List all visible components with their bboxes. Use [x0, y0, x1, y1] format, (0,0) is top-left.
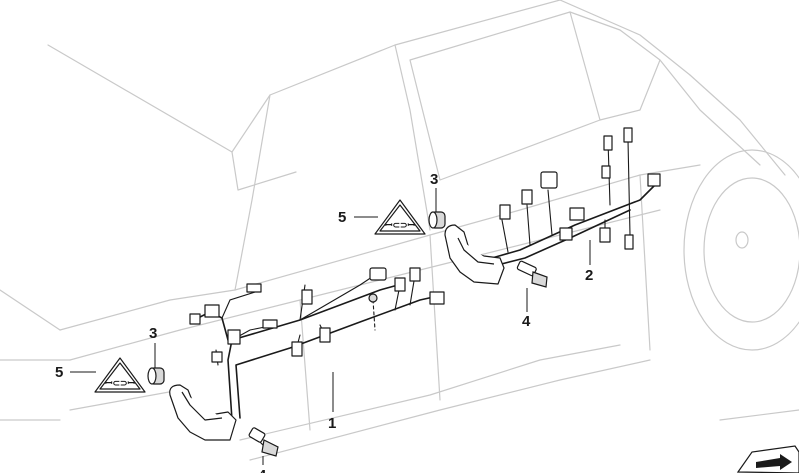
callout-2: 2	[585, 267, 593, 284]
callout-3-rear: 3	[430, 171, 438, 188]
callout-4-rear: 4	[522, 313, 531, 330]
warning-triangle-icon: ꟷ⊂⊃ꟷ	[374, 199, 426, 235]
front-screw	[248, 427, 279, 457]
front-plug-cap	[147, 367, 165, 385]
callout-4-front: 4	[258, 467, 267, 473]
callout-5-front: 5	[55, 364, 63, 381]
leader-lines	[70, 188, 591, 465]
callout-1: 1	[328, 415, 336, 432]
callout-5-rear: 5	[338, 209, 346, 226]
callout-3-front: 3	[149, 325, 157, 342]
rear-screw	[516, 260, 548, 288]
svg-text:ꟷ⊂⊃ꟷ: ꟷ⊂⊃ꟷ	[385, 220, 415, 230]
front-door-wiring-harness	[189, 267, 445, 421]
rear-door-grommet	[444, 224, 505, 285]
svg-text:ꟷ⊂⊃ꟷ: ꟷ⊂⊃ꟷ	[105, 378, 135, 388]
front-door-grommet	[169, 384, 237, 441]
car-outline	[0, 0, 799, 461]
rear-plug-cap	[428, 211, 446, 229]
warning-triangle-icon: ꟷ⊂⊃ꟷ	[94, 357, 146, 393]
arrow-icon	[736, 445, 799, 473]
